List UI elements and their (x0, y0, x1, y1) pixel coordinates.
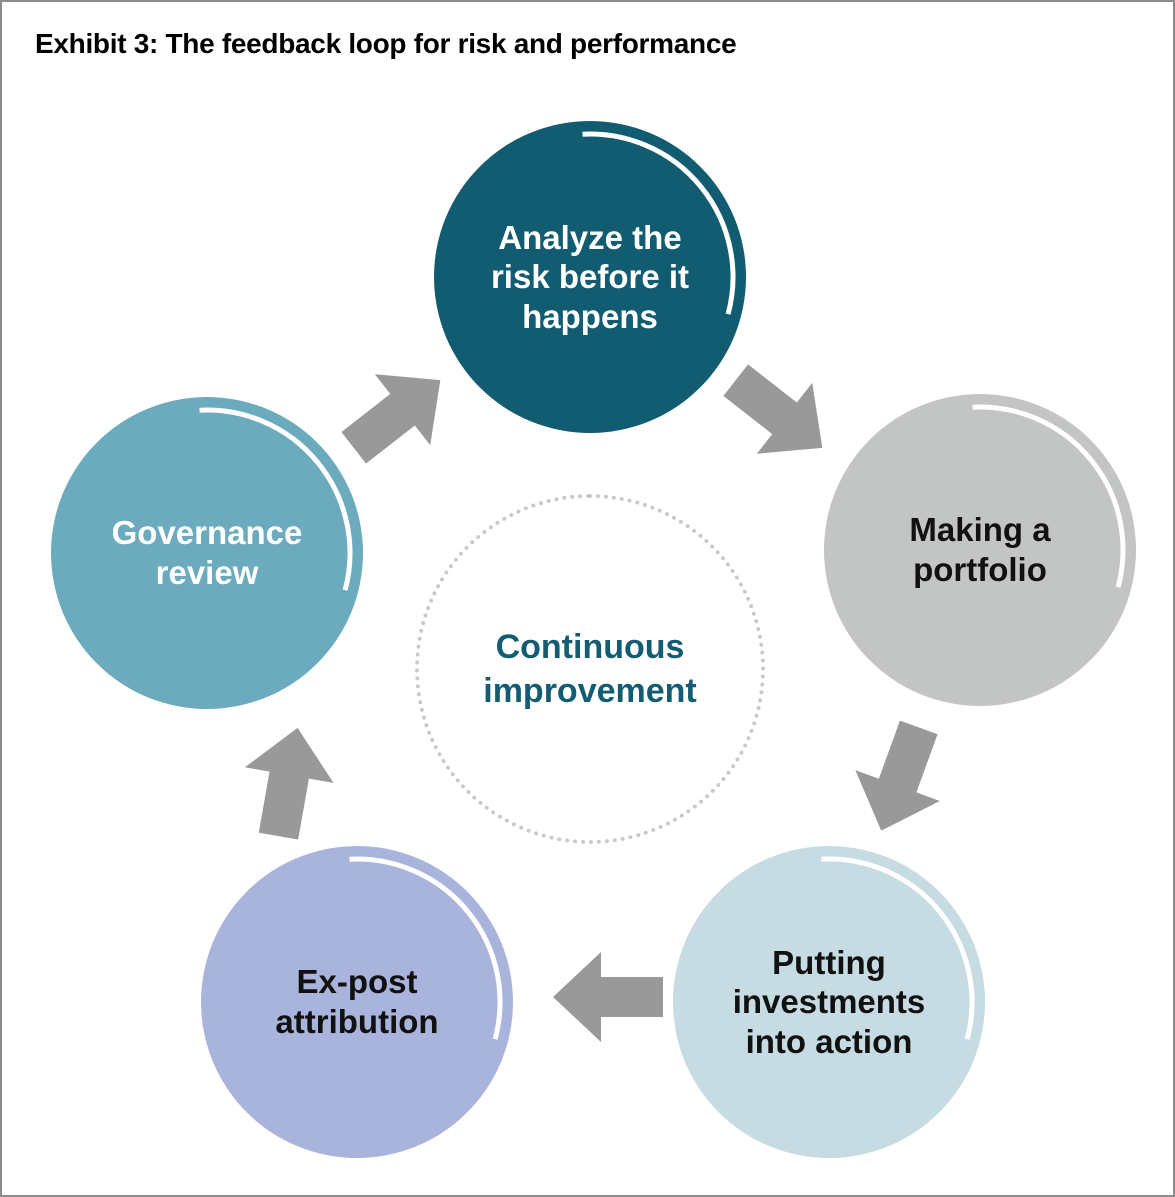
block-arrow-icon (723, 364, 823, 454)
stage-label-line: risk before it (490, 258, 690, 296)
arrow-portfolio-to-putting (839, 712, 961, 846)
stage-label-line: attribution (275, 1003, 439, 1040)
stage-label-line: review (155, 554, 259, 591)
stage-circle-fill (51, 397, 363, 709)
highlight-arc (349, 856, 503, 1040)
stage-circle-fill (201, 846, 513, 1158)
center-label-line: Continuous (495, 627, 685, 666)
stage-label-line: portfolio (913, 551, 1047, 588)
stage-circle-fill (824, 394, 1136, 706)
arrow-analyze-to-portfolio (708, 345, 850, 484)
block-arrow-icon (553, 952, 663, 1042)
stage-label-line: happens (522, 297, 658, 335)
stage-label-line: Ex-post (296, 963, 418, 1001)
block-arrow-icon (855, 720, 940, 831)
stage-label-line: into action (745, 1022, 913, 1060)
highlight-arc (199, 407, 353, 591)
stage-label-line: Putting (772, 943, 886, 981)
block-arrow-icon (341, 374, 441, 464)
highlight-arc (821, 856, 975, 1040)
exhibit-title: Exhibit 3: The feedback loop for risk an… (35, 28, 737, 59)
stage-label-line: investments (732, 983, 926, 1021)
arrow-governance-to-analyze (326, 345, 468, 484)
arrow-expost-to-governance (234, 720, 342, 844)
stage-label-line: Making a (909, 511, 1051, 549)
continuous-improvement-label: Continuous improvement (483, 625, 697, 713)
highlight-arc (582, 131, 736, 315)
continuous-improvement-circle: Continuous improvement (415, 494, 765, 844)
stage-circle-fill (434, 121, 746, 433)
highlight-arc (972, 404, 1126, 588)
stage-label-line: Analyze the (498, 218, 682, 256)
block-arrow-icon (244, 727, 334, 840)
stage-circle-fill (673, 846, 985, 1158)
arrow-putting-to-expost (553, 952, 663, 1042)
stage-label-line: Governance (111, 514, 303, 552)
center-label-line: improvement (483, 672, 697, 710)
